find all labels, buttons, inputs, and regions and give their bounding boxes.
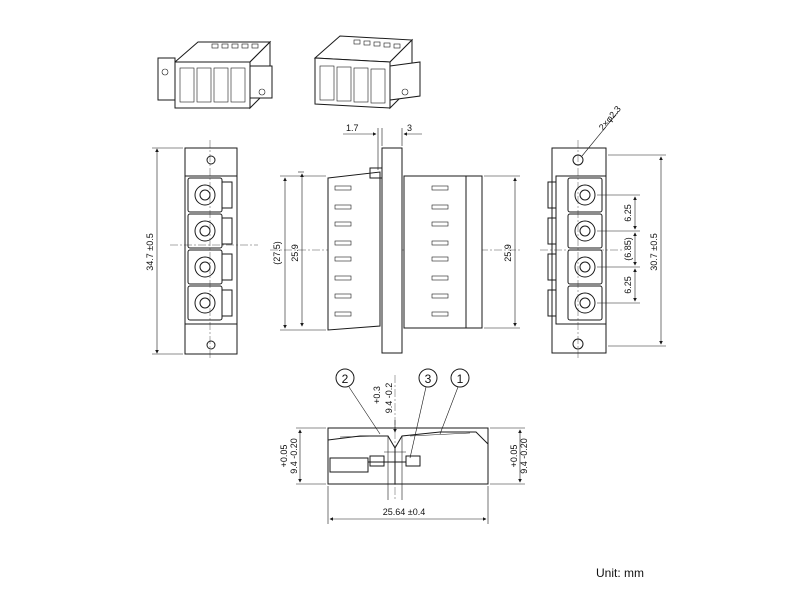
side-inner-dimension: (27.5) xyxy=(272,241,282,265)
rear-hole-dimension: 2×φ2.3 xyxy=(597,104,623,132)
bottom-center-tol-plus: +0.3 xyxy=(372,386,382,404)
rear-pitch-top-dimension: 6.25 xyxy=(623,204,633,222)
rear-pitch-bottom-dimension: 6.25 xyxy=(623,276,633,294)
rear-height-dimension: 30.7 ±0.5 xyxy=(649,233,659,270)
side-right-dimension: 25.9 xyxy=(503,244,513,262)
bottom-length-dimension: 25.64 ±0.4 xyxy=(383,507,425,517)
isometric-view-left xyxy=(157,40,273,110)
front-port-column xyxy=(184,175,238,325)
top-right-gap-dimension: 3 xyxy=(407,123,412,133)
top-left-gap-dimension: 1.7 xyxy=(346,123,359,133)
bottom-right-tol-minus: 9.4 -0.20 xyxy=(519,438,529,474)
front-height-dimension: 34.7 ±0.5 xyxy=(145,233,155,270)
unit-label: Unit: mm xyxy=(596,566,644,580)
bottom-center-tol-minus: 9.4 -0.2 xyxy=(384,383,394,414)
side-view: 1.7 3 (27.5) 25.9 25.9 xyxy=(270,123,520,354)
bottom-left-tol-minus: 9.4 -0.20 xyxy=(289,438,299,474)
callout-3: 3 xyxy=(425,372,432,386)
bottom-right-tol-plus: +0.05 xyxy=(509,445,519,468)
bottom-section-view: +0.3 9.4 -0.2 2 3 1 +0.05 9.4 -0.20 +0.0… xyxy=(279,368,529,524)
rear-pitch-mid-dimension: (6.85) xyxy=(623,237,633,261)
rear-view: 2×φ2.3 6.25 (6.85) 6.25 xyxy=(540,104,666,360)
bottom-left-tol-plus: +0.05 xyxy=(279,445,289,468)
isometric-view-right xyxy=(313,35,421,110)
front-view: 34.7 ±0.5 xyxy=(145,140,258,360)
side-latch-slots xyxy=(334,185,449,317)
callout-1: 1 xyxy=(457,372,464,386)
side-left-dimension: 25.9 xyxy=(290,244,300,262)
callout-2: 2 xyxy=(342,372,349,386)
